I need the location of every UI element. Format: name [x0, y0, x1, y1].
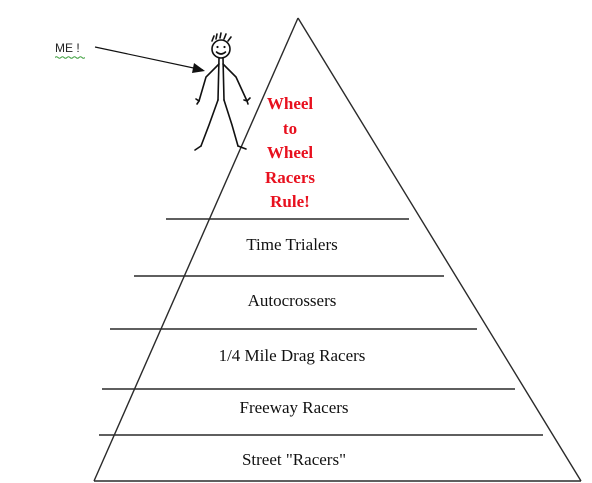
tier-label-drag-racers: 1/4 Mile Drag Racers [218, 346, 366, 365]
top-tier-line: Wheel [266, 94, 314, 113]
tier-label-street-racers: Street "Racers" [241, 450, 347, 469]
spellcheck-underline [55, 56, 85, 59]
me-annotation-label: ME ! [55, 41, 80, 55]
tier-label-time-trialers: Time Trialers [246, 235, 338, 254]
top-tier-line: Rule! [270, 192, 310, 211]
pointer-arrow [94, 46, 205, 73]
tier-label-autocrossers: Autocrossers [247, 291, 337, 310]
pyramid-left-edge [93, 17, 299, 482]
top-tier-line: Racers [264, 167, 316, 187]
pyramid-right-edge [297, 17, 582, 482]
tier-label-freeway-racers: Freeway Racers [239, 398, 349, 417]
top-tier-slogan: Wheel to Wheel Racers Rule! [247, 92, 333, 215]
top-tier-line: to [282, 118, 298, 138]
stick-figure-icon [194, 32, 251, 151]
top-tier-line: Wheel [266, 143, 314, 162]
